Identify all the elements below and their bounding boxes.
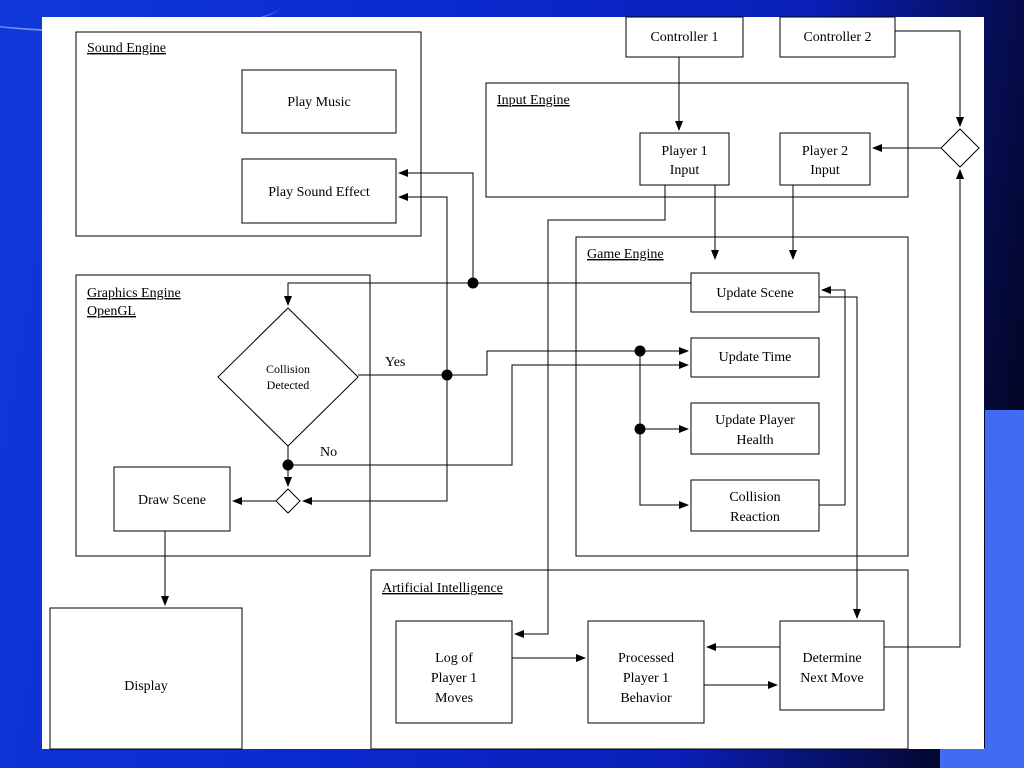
- svg-text:Input: Input: [670, 163, 700, 178]
- processed-player-1-behavior-node: Processed Player 1 Behavior: [587, 620, 705, 724]
- edge-controller2-diamond: [895, 30, 964, 127]
- yes-label: Yes: [385, 355, 405, 370]
- svg-text:Moves: Moves: [435, 691, 473, 706]
- edge-to-collision-reaction: [639, 351, 689, 509]
- svg-text:Determine: Determine: [802, 651, 861, 666]
- collision-reaction-node: Collision Reaction: [690, 479, 820, 532]
- svg-text:Detected: Detected: [267, 378, 310, 392]
- junction-dot: [634, 423, 646, 435]
- update-time-node: Update Time: [690, 337, 820, 378]
- no-label: No: [320, 445, 337, 460]
- edge-player1-log: [514, 185, 666, 638]
- junction-dots: [282, 277, 646, 471]
- play-sound-effect-node: Play Sound Effect: [241, 158, 397, 224]
- edge-no-update-time: [288, 361, 689, 466]
- determine-next-move-node: Determine Next Move: [779, 620, 885, 711]
- svg-text:Display: Display: [124, 679, 168, 694]
- collision-detected-decision: Collision Detected: [217, 307, 359, 447]
- sound-engine-title: Sound Engine: [87, 41, 166, 56]
- svg-text:Collision: Collision: [266, 362, 310, 376]
- edge-yes-update-time: [358, 347, 689, 376]
- svg-text:Controller 2: Controller 2: [803, 30, 871, 45]
- draw-scene-node: Draw Scene: [113, 466, 231, 532]
- ai-engine-title: Artificial Intelligence: [382, 581, 503, 596]
- edge-update-scene-determine: [819, 296, 861, 619]
- svg-text:Next Move: Next Move: [800, 671, 863, 686]
- edge-update-scene-sound: [398, 169, 474, 283]
- controller-2-node: Controller 2: [779, 16, 896, 58]
- input-engine-title: Input Engine: [497, 93, 570, 108]
- svg-text:Player 2: Player 2: [802, 144, 848, 159]
- svg-text:Play Sound Effect: Play Sound Effect: [268, 185, 370, 200]
- junction-dot: [441, 369, 453, 381]
- svg-text:Play Music: Play Music: [287, 95, 350, 110]
- junction-dot: [634, 345, 646, 357]
- svg-text:Update Player: Update Player: [715, 413, 795, 428]
- graphics-engine-title: Graphics Engine: [87, 286, 181, 301]
- svg-text:Collision: Collision: [729, 490, 780, 505]
- accent-bar-bottom: [940, 748, 1024, 768]
- update-player-health-node: Update Player Health: [690, 402, 820, 455]
- svg-text:Processed: Processed: [618, 651, 674, 666]
- player-1-input-node: Player 1 Input: [639, 132, 730, 186]
- edge-yes-merge: [302, 375, 448, 505]
- log-of-player-1-moves-node: Log of Player 1 Moves: [395, 620, 513, 724]
- merge-diamond: [275, 488, 301, 514]
- accent-bar-right: [985, 410, 1024, 750]
- svg-text:Player 1: Player 1: [661, 144, 707, 159]
- svg-text:Update Scene: Update Scene: [716, 286, 793, 301]
- svg-text:Behavior: Behavior: [620, 691, 672, 706]
- edge-determine-diamond: [884, 169, 964, 648]
- update-scene-node: Update Scene: [690, 272, 820, 313]
- svg-text:Player 1: Player 1: [431, 671, 477, 686]
- svg-text:Draw Scene: Draw Scene: [138, 493, 206, 508]
- svg-text:Health: Health: [736, 433, 773, 448]
- graphics-engine-subtitle: OpenGL: [87, 304, 136, 319]
- controller-2-diamond: [940, 128, 980, 168]
- svg-text:Input: Input: [810, 163, 840, 178]
- svg-text:Controller 1: Controller 1: [650, 30, 718, 45]
- edge-reaction-update-scene: [819, 286, 846, 506]
- edge-update-scene-collision: [284, 282, 691, 306]
- edge-yes-sound-effect: [398, 193, 448, 375]
- svg-text:Player 1: Player 1: [623, 671, 669, 686]
- play-music-node: Play Music: [241, 69, 397, 134]
- svg-text:Update Time: Update Time: [719, 350, 792, 365]
- junction-dot: [467, 277, 479, 289]
- svg-text:Reaction: Reaction: [730, 510, 780, 525]
- controller-1-node: Controller 1: [625, 16, 744, 58]
- junction-dot: [282, 459, 294, 471]
- game-engine-title: Game Engine: [587, 247, 664, 262]
- display-node: Display: [49, 607, 243, 750]
- connectors: [161, 30, 964, 689]
- player-2-input-node: Player 2 Input: [779, 132, 871, 186]
- svg-text:Log of: Log of: [435, 651, 473, 666]
